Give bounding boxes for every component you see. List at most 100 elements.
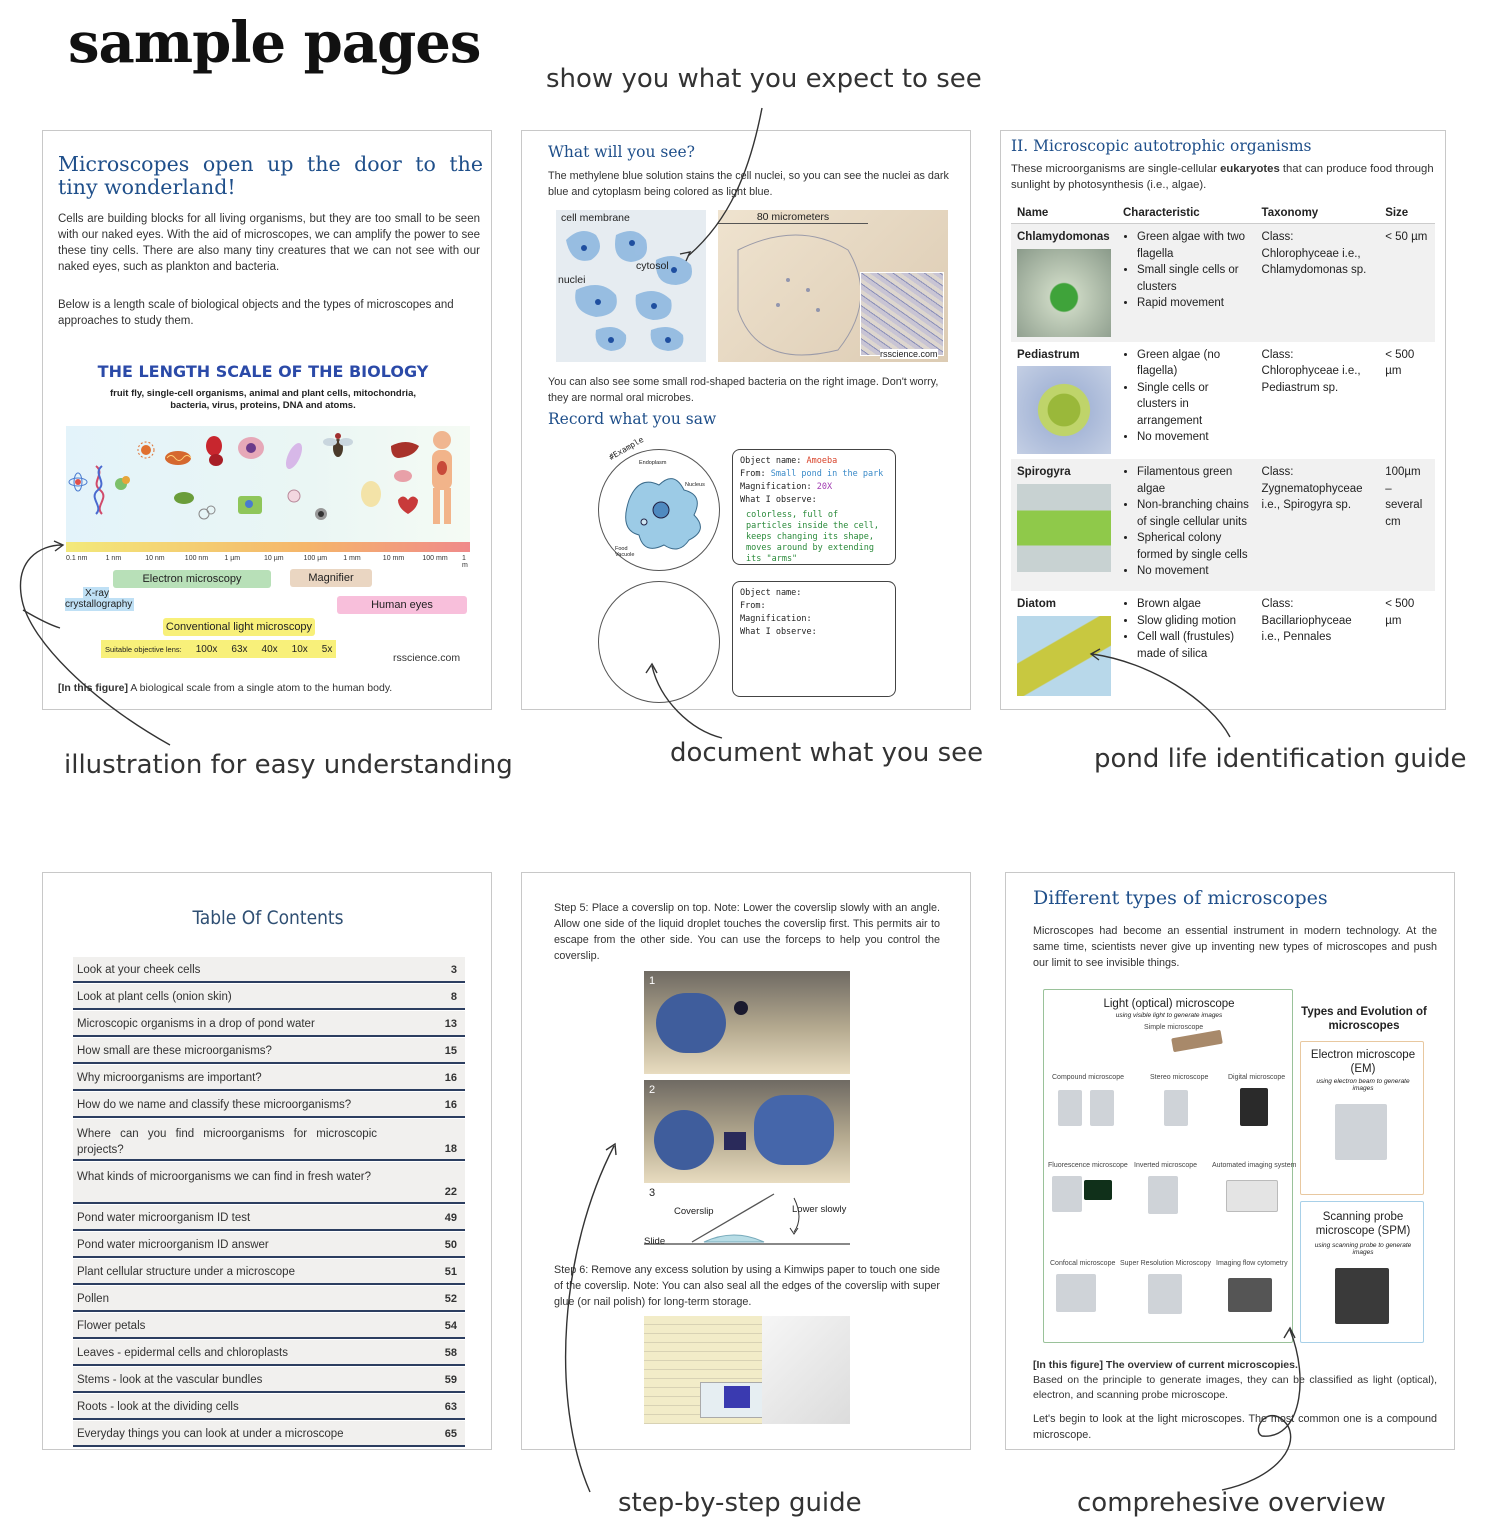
toc-item[interactable]: Where can you find microorganisms for mi…: [73, 1119, 465, 1161]
liver-icon: [391, 442, 419, 458]
yeast-icon: [198, 505, 216, 520]
toc-item-title: Where can you find microorganisms for mi…: [77, 1128, 377, 1156]
label-coverslip: Coverslip: [674, 1206, 714, 1217]
coverslip-diagram: 3 Coverslip Lower slowly Slide: [644, 1186, 850, 1250]
table-row: Diatom Brown algaeSlow gliding motionCel…: [1011, 591, 1435, 701]
record-card-empty[interactable]: Object name: From: Magnification: What I…: [732, 581, 896, 697]
toc-item[interactable]: What kinds of microorganisms we can find…: [73, 1162, 465, 1204]
rec2-from-label: From:: [740, 601, 766, 611]
toc-item-title: Pond water microorganism ID answer: [77, 1239, 269, 1251]
p6-heading: Different types of microscopes: [1033, 887, 1328, 909]
toc-heading: Table Of Contents: [192, 907, 344, 929]
toc-item-title: Stems - look at the vascular bundles: [77, 1374, 263, 1386]
figure-subtitle: fruit fly, single-cell organisms, animal…: [110, 388, 416, 411]
caption-expect: show you what you expect to see: [546, 64, 982, 94]
p2-para2: You can also see some small rod-shaped b…: [548, 376, 939, 404]
toc-item-page: 51: [444, 1266, 457, 1278]
arrowhead: [645, 662, 658, 674]
empty-drawing-circle[interactable]: [598, 581, 720, 703]
toc-item-page: 18: [444, 1143, 457, 1155]
scale-ruler: [66, 542, 470, 552]
stained-sample: [724, 1386, 750, 1408]
chlamydomonas-image: [1017, 248, 1111, 337]
org-size: < 500 µm: [1385, 598, 1415, 627]
toc-item-title: Leaves - epidermal cells and chloroplast…: [77, 1347, 288, 1359]
toc-item-page: 16: [444, 1072, 457, 1084]
fluorescence-microscope-icon: [1052, 1176, 1082, 1212]
toc-item[interactable]: Look at plant cells (onion skin)8: [73, 984, 465, 1010]
arrowhead: [605, 1142, 617, 1156]
table-row: Pediastrum Green algae (no flagella)Sing…: [1011, 342, 1435, 460]
org-char: Single cells or clusters in arrangement: [1137, 380, 1250, 430]
node-automated: Automated imaging system: [1212, 1162, 1297, 1169]
p2-para1: The methylene blue solution stains the c…: [548, 170, 949, 198]
scale-tick-label: 100 mm: [422, 555, 448, 562]
rec2-obs-label: What I observe:: [740, 627, 817, 637]
p6-caption-bold: [In this figure] The overview of current…: [1033, 1359, 1298, 1371]
toc-item-page: 63: [444, 1401, 457, 1413]
p1-caption-text: A biological scale from a single atom to…: [128, 682, 393, 694]
toc-item[interactable]: Plant cellular structure under a microsc…: [73, 1259, 465, 1285]
light-title: Light (optical) microscope: [1103, 998, 1235, 1010]
frog-egg-icon: [315, 508, 327, 520]
scale-tick-label: 0.1 nm: [66, 555, 88, 562]
toc-item[interactable]: Why microorganisms are important?16: [73, 1065, 465, 1091]
caption-overview: comprehesive overview: [1077, 1488, 1386, 1518]
band-magnifier: Magnifier: [290, 569, 372, 587]
step-number: 2: [649, 1084, 656, 1096]
rec1-mag-value: 20X: [816, 482, 833, 492]
step-photo-1: 1: [644, 971, 850, 1074]
toc-item-title: Look at your cheek cells: [77, 964, 201, 976]
toc-item-page: 15: [444, 1045, 457, 1057]
p1-figure-caption: [In this figure] A biological scale from…: [58, 680, 392, 696]
col-name: Name: [1017, 207, 1049, 219]
toc-item[interactable]: How do we name and classify these microo…: [73, 1092, 465, 1118]
toc-item-title: How do we name and classify these microo…: [77, 1099, 352, 1111]
col-characteristic: Characteristic: [1123, 207, 1200, 219]
p3-heading: II. Microscopic autotrophic organisms: [1011, 137, 1312, 155]
scale-tick-label: 100 µm: [303, 555, 328, 562]
toc-item-page: 52: [444, 1293, 457, 1305]
sample-page-table-of-contents: Table Of Contents Look at your cheek cel…: [42, 872, 492, 1450]
kimwipe-paper: [762, 1316, 850, 1424]
toc-item[interactable]: How small are these microorganisms?15: [73, 1038, 465, 1064]
node-stereo: Stereo microscope: [1150, 1074, 1209, 1081]
org-char: Spherical colony formed by single cells: [1137, 530, 1250, 563]
virus-icon: [137, 441, 155, 459]
step-photo-3: [644, 1316, 850, 1424]
table-row: Chlamydomonas Green algae with two flage…: [1011, 223, 1435, 342]
red-blood-cell-icon: [206, 436, 223, 466]
node-simple: Simple microscope: [1144, 1024, 1204, 1031]
toc-item[interactable]: Everyday things you can look at under a …: [73, 1421, 465, 1447]
em-subtitle: using electron beam to generate images: [1316, 1078, 1410, 1092]
inverted-microscope-icon: [1148, 1176, 1178, 1214]
band-light-microscopy: Conventional light microscopy: [163, 618, 315, 636]
cheek-cells-drawing: [566, 231, 692, 351]
col-taxonomy: Taxonomy: [1261, 207, 1319, 219]
animal-cell-icon: [238, 437, 264, 459]
mitochondria-icon: [165, 451, 192, 465]
protein-icon: [115, 476, 130, 490]
objective-10x: 10x: [291, 643, 308, 655]
spm-box: Scanning probe microscope (SPM) using sc…: [1300, 1201, 1424, 1343]
org-taxonomy: Class: Zygnematophyceae i.e., Spirogyra …: [1255, 459, 1380, 591]
org-char: No movement: [1137, 429, 1250, 446]
toc-item[interactable]: Leaves - epidermal cells and chloroplast…: [73, 1340, 465, 1366]
label-cell-membrane: cell membrane: [561, 212, 630, 224]
scale-tick-label: 10 µm: [264, 555, 284, 562]
org-name: Spirogyra: [1017, 466, 1071, 478]
label-endoplasm: Endoplasm: [639, 460, 667, 466]
arrow-step: [564, 1145, 615, 1493]
step5-text: Step 5: Place a coverslip on top. Note: …: [554, 902, 940, 962]
plant-cell-icon: [238, 496, 262, 514]
toc-item[interactable]: Microscopic organisms in a drop of pond …: [73, 1011, 465, 1037]
toc-item-title: Everyday things you can look at under a …: [77, 1428, 344, 1440]
length-scale-figure: THE LENGTH SCALE OF THE BIOLOGY fruit fl…: [63, 356, 473, 676]
